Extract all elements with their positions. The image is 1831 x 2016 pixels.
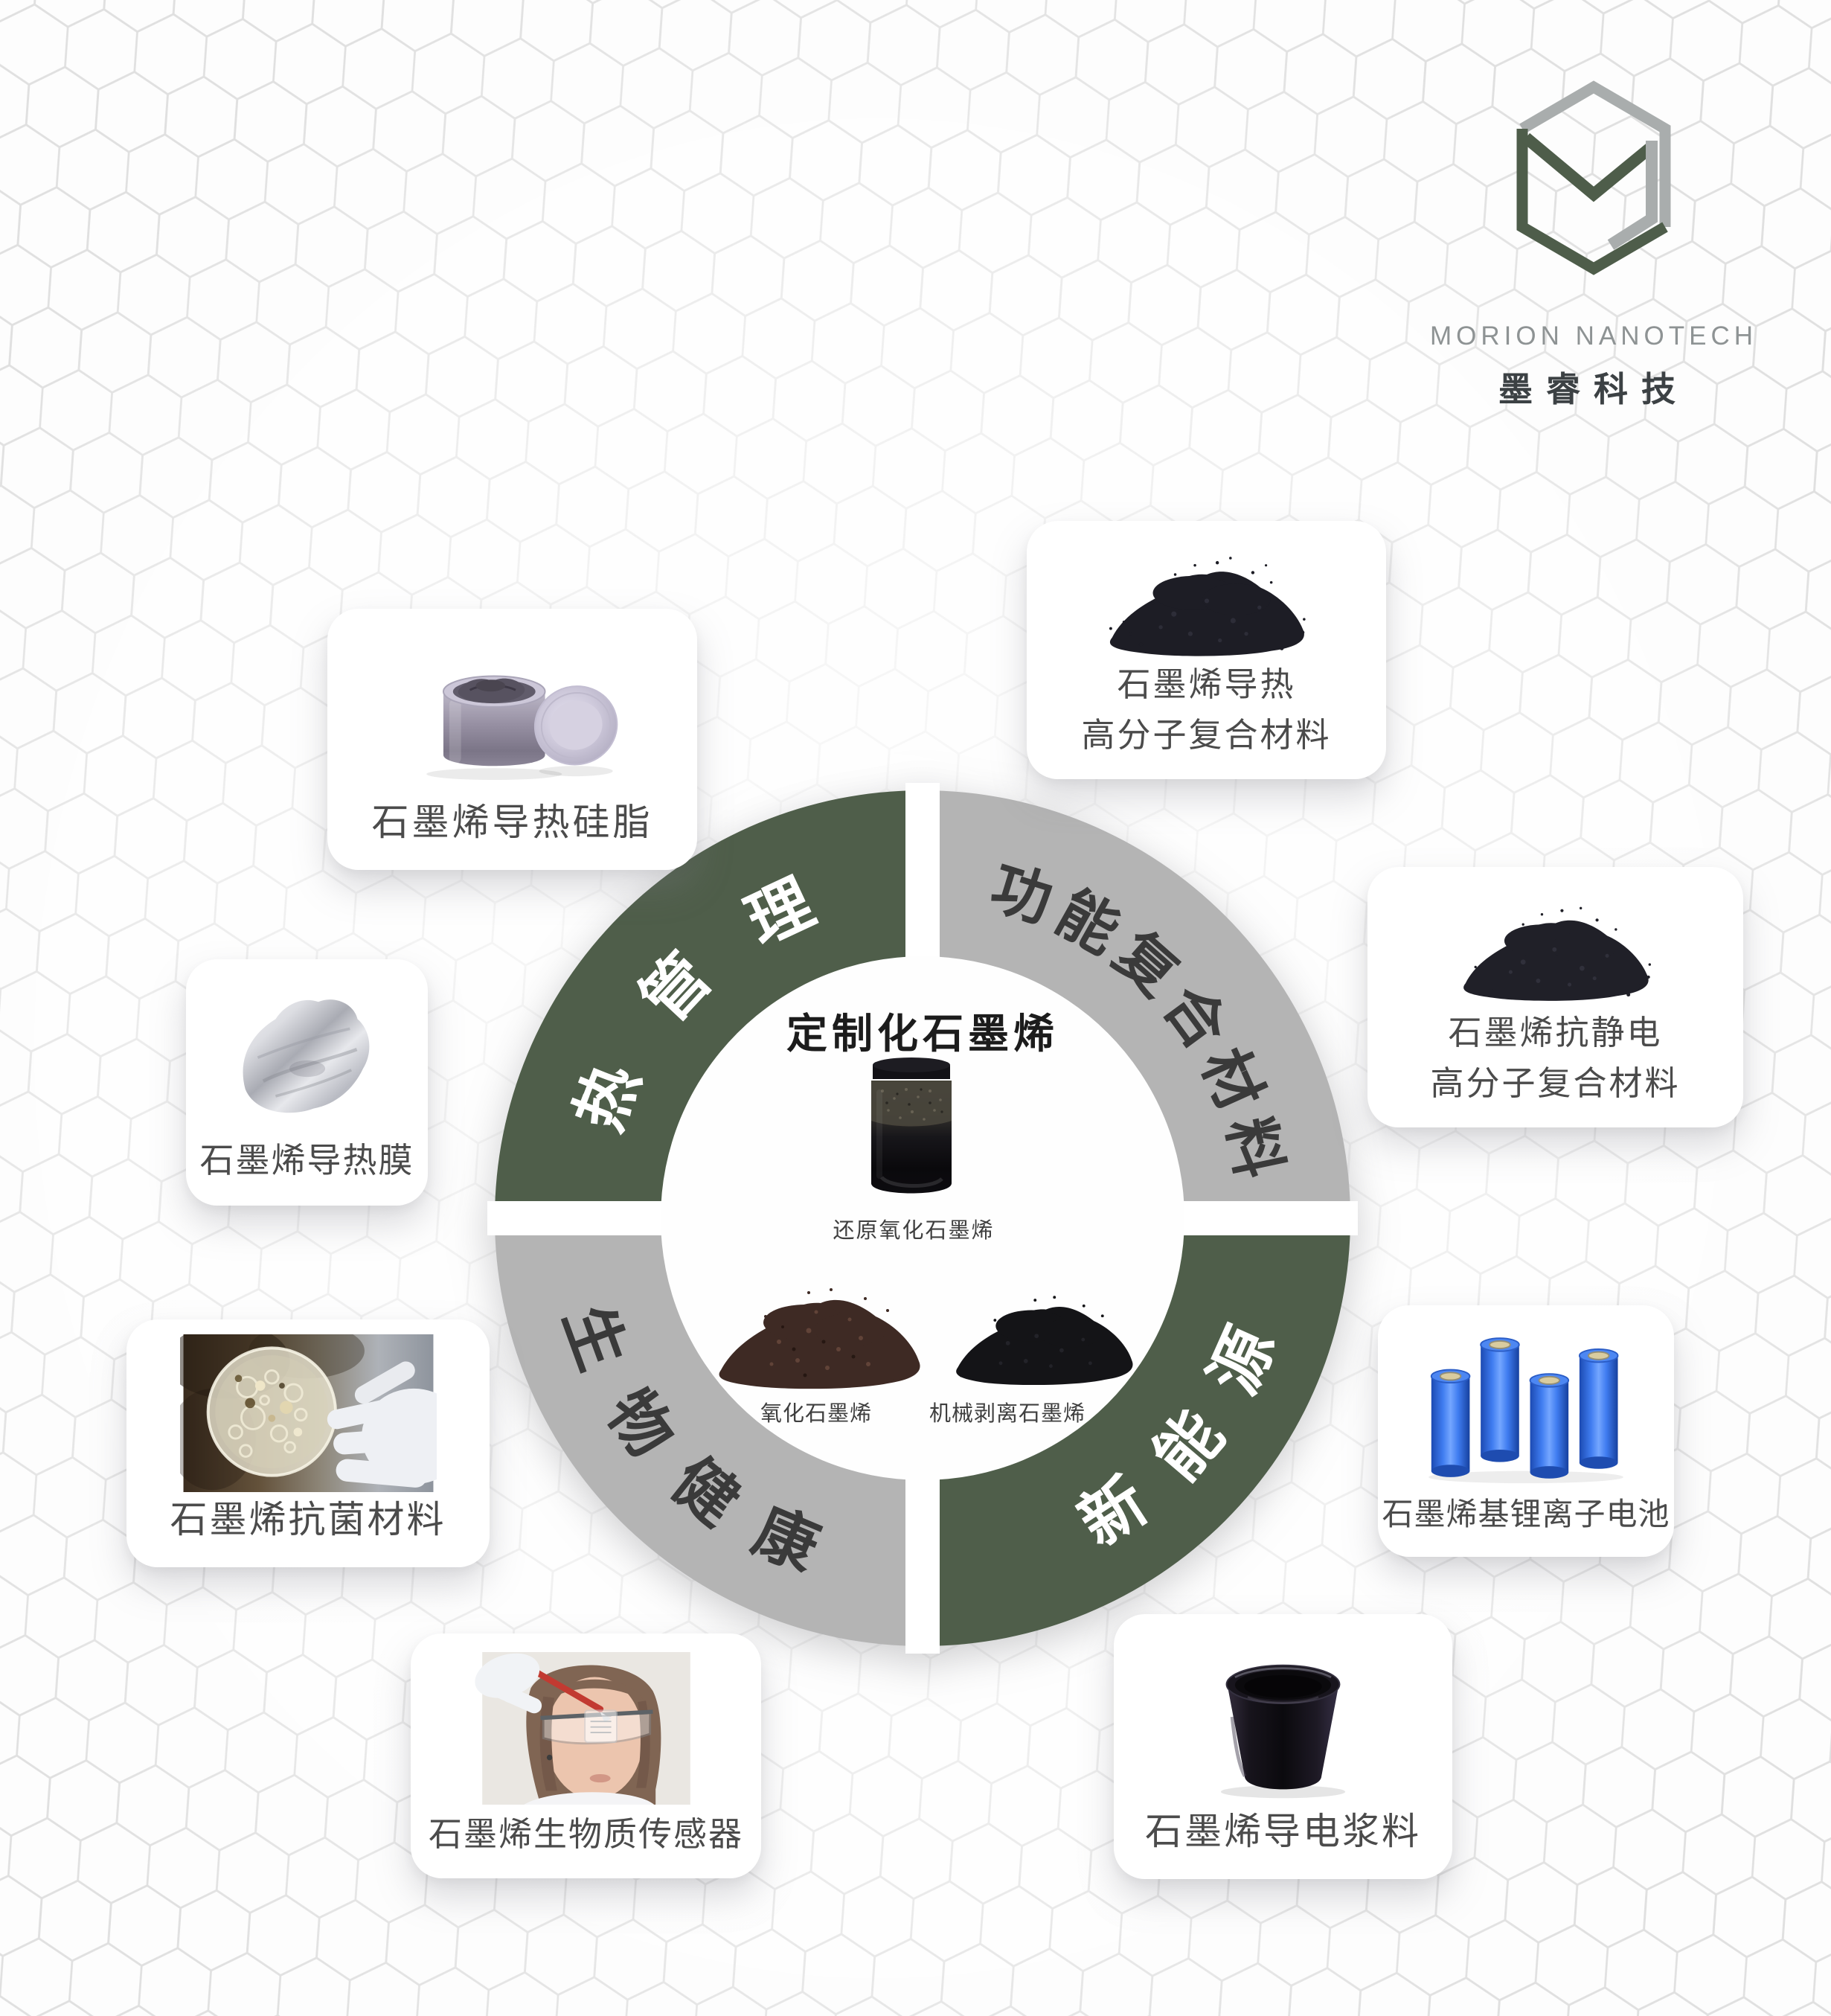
quadrant-arc-functional-composites: [923, 790, 1350, 1218]
grease-jar-image: [339, 624, 685, 795]
product-card-label: 石墨烯导电浆料: [1145, 1811, 1421, 1852]
quadrant-arc-new-energy: [923, 1218, 1350, 1646]
black-granule-pile-image: [1039, 536, 1374, 659]
product-card-biosensor: 石墨烯生物质传感器: [411, 1633, 761, 1878]
mechanically-exfoliated-graphene-pile-image: [956, 1296, 1133, 1386]
center-title: 定制化石墨烯: [786, 1011, 1059, 1057]
product-card-label: 石墨烯导热: [1117, 665, 1296, 703]
black-granule-pile-image: [1379, 882, 1731, 1008]
product-card-conductive-paste: 石墨烯导电浆料: [1114, 1614, 1452, 1879]
blue-batteries-image: [1390, 1320, 1662, 1491]
reduced-graphene-oxide-jar-image: [871, 1057, 952, 1194]
product-card-antibacterial: 石墨烯抗菌材料: [126, 1319, 490, 1567]
silver-film-image: [198, 974, 416, 1135]
product-card-label: 石墨烯导热膜: [199, 1141, 414, 1180]
arc-char: 料: [1215, 1111, 1293, 1184]
product-card-label: 石墨烯导热硅脂: [371, 801, 653, 843]
product-card-label: 石墨烯基锂离子电池: [1382, 1497, 1670, 1532]
product-card-label: 石墨烯抗静电: [1448, 1014, 1663, 1052]
product-card-label: 高分子复合材料: [1081, 715, 1332, 754]
product-card-label: 石墨烯生物质传感器: [428, 1814, 743, 1853]
product-card-thermal-film: 石墨烯导热膜: [186, 959, 428, 1206]
petri-dish-photo: [138, 1334, 478, 1492]
product-card-antistatic-composite: 石墨烯抗静电 高分子复合材料: [1367, 867, 1743, 1127]
black-paste-cup-image: [1126, 1629, 1440, 1804]
logo-company-name-zh: 墨睿科技: [1498, 371, 1689, 409]
quadrant-arc-bio-health: [495, 1218, 923, 1646]
product-card-label: 高分子复合材料: [1430, 1063, 1681, 1102]
product-card-thermal-grease: 石墨烯导热硅脂: [327, 609, 697, 870]
product-card-label: 石墨烯抗菌材料: [170, 1499, 446, 1540]
reduced-graphene-oxide-label: 还原氧化石墨烯: [833, 1219, 995, 1243]
logo-company-name-en: MORION NANOTECH: [1430, 321, 1757, 351]
quadrant-arc-thermal-management: [495, 790, 923, 1218]
product-card-thermal-composite: 石墨烯导热 高分子复合材料: [1027, 521, 1386, 779]
graphene-oxide-pile-image: [719, 1288, 920, 1389]
product-card-battery: 石墨烯基锂离子电池: [1378, 1305, 1674, 1557]
morion-logo-icon: [1516, 80, 1671, 275]
mechanically-exfoliated-graphene-label: 机械剥离石墨烯: [929, 1402, 1086, 1426]
lab-researcher-photo: [423, 1648, 749, 1809]
graphene-oxide-label: 氧化石墨烯: [760, 1402, 872, 1426]
